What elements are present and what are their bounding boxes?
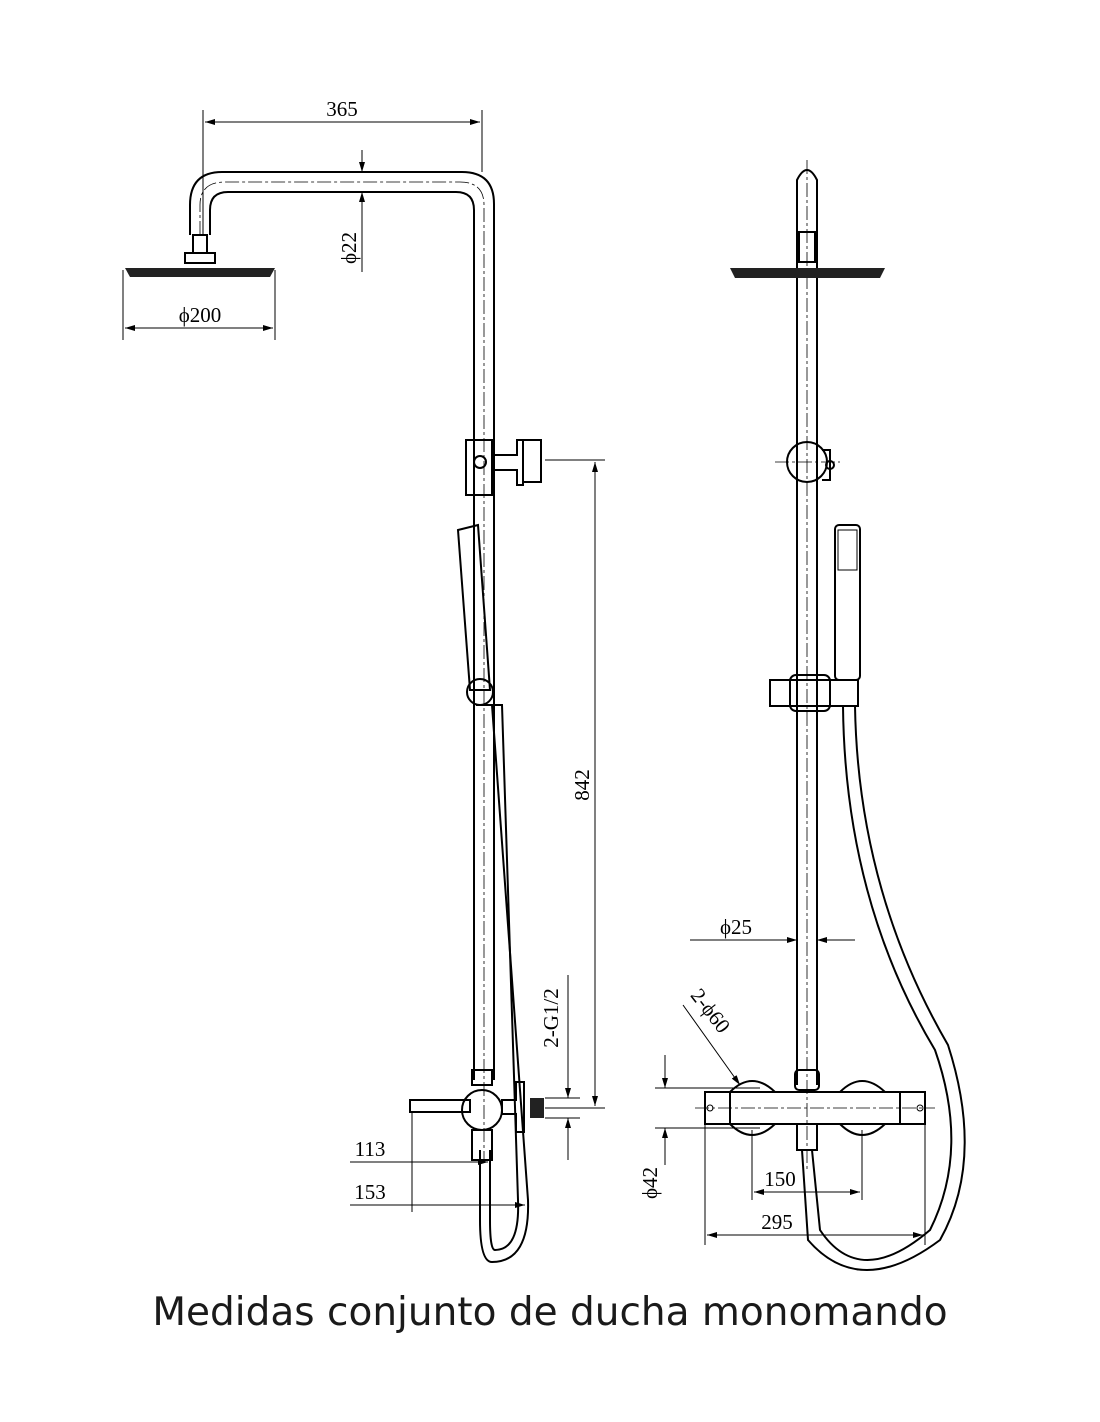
caption: Medidas conjunto de ducha monomando (152, 1290, 948, 1335)
dim-phi25: ϕ25 (720, 915, 752, 939)
dim-150: 150 (764, 1167, 796, 1191)
dim-2phi60: 2-ϕ60 (686, 984, 735, 1038)
side-view (122, 171, 544, 1264)
dim-153: 153 (354, 1180, 386, 1204)
front-view (695, 160, 966, 1271)
dim-phi22: ϕ22 (337, 232, 361, 264)
dim-295: 295 (761, 1210, 793, 1234)
dim-365: 365 (326, 97, 358, 121)
dim-842: 842 (570, 769, 594, 801)
dim-113: 113 (355, 1137, 386, 1161)
dim-inlet: 2-G1/2 (539, 988, 563, 1048)
dim-phi42: ϕ42 (638, 1167, 662, 1199)
dim-phi200: ϕ200 (179, 303, 222, 327)
dimension-labels: 365 ϕ22 ϕ200 842 2-G1/2 113 153 ϕ25 2-ϕ6… (179, 97, 796, 1234)
dimension-lines (125, 110, 926, 1245)
